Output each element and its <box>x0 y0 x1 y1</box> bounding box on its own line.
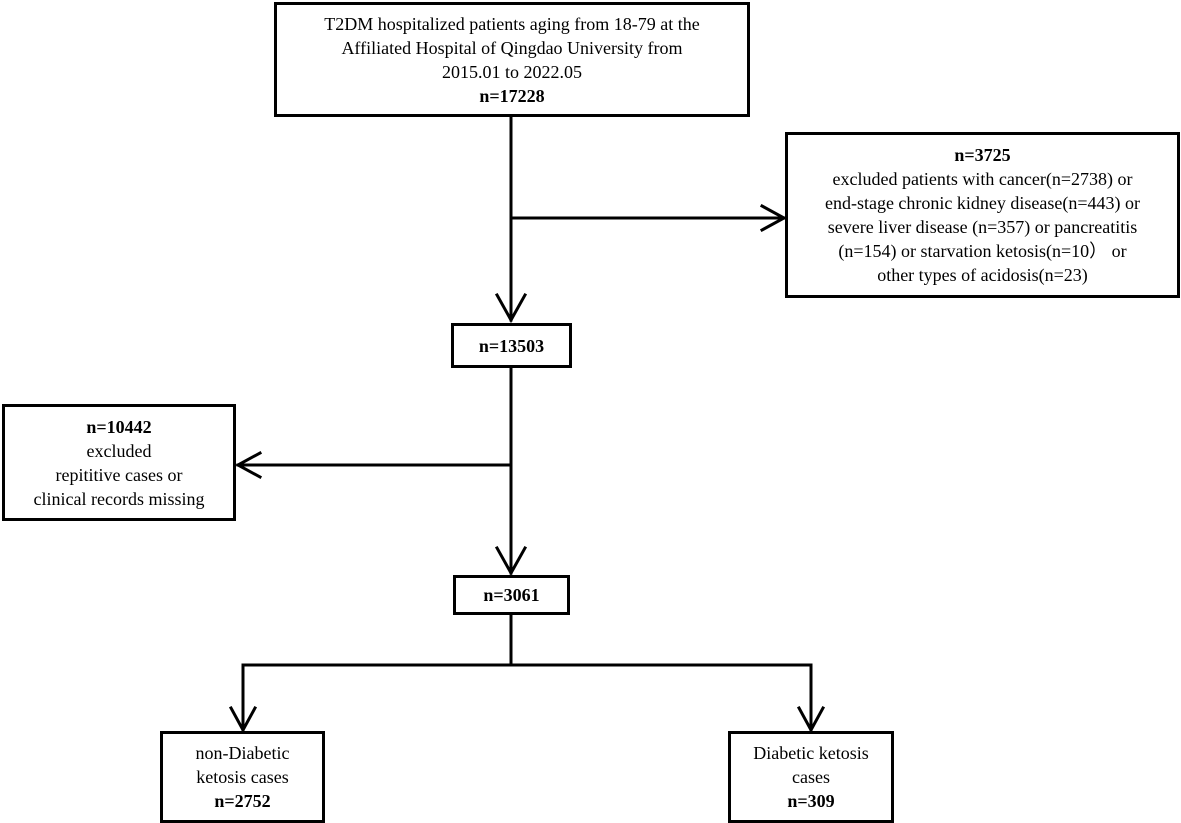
exclusion-1-count: n=3725 <box>954 145 1011 165</box>
arrow-head-right-leaf <box>796 705 826 734</box>
node-exclusion-1: n=3725 excluded patients with cancer(n=2… <box>785 132 1180 298</box>
node-diabetic-ketosis: Diabetic ketosis cases n=309 <box>728 731 894 823</box>
left-leaf-line-1: non-Diabetic <box>195 743 290 763</box>
exclusion-2-line-3: clinical records missing <box>33 488 205 509</box>
node-non-diabetic-ketosis: non-Diabetic ketosis cases n=2752 <box>160 731 325 823</box>
left-leaf-count: n=2752 <box>214 791 271 811</box>
right-leaf-line-1: Diabetic ketosis <box>753 743 869 763</box>
mid1-count: n=13503 <box>478 335 545 356</box>
exclusion-1-line-2: end-stage chronic kidney disease(n=443) … <box>824 193 1141 213</box>
arrow-head-exclude2 <box>234 450 263 480</box>
source-line-3: 2015.01 to 2022.05 <box>441 61 582 82</box>
exclusion-1-line-5: other types of acidosis(n=23) <box>877 265 1088 285</box>
arrow-head-exclude1 <box>759 203 788 233</box>
exclusion-2-count: n=10442 <box>86 416 152 437</box>
source-count: n=17228 <box>479 85 545 106</box>
arrow-head-mid2 <box>494 545 528 577</box>
arrow-head-left-leaf <box>228 705 258 734</box>
node-source-population: T2DM hospitalized patients aging from 18… <box>274 2 750 117</box>
exclusion-1-line-4: (n=154) or starvation ketosis(n=10） or <box>838 241 1127 261</box>
source-line-2: Affiliated Hospital of Qingdao Universit… <box>341 37 683 58</box>
exclusion-2-line-1: excluded <box>86 440 152 461</box>
exclusion-1-line-3: severe liver disease (n=357) or pancreat… <box>827 217 1138 237</box>
source-line-1: T2DM hospitalized patients aging from 18… <box>324 13 700 34</box>
right-leaf-line-2: cases <box>792 767 830 787</box>
left-leaf-line-2: ketosis cases <box>196 767 289 787</box>
mid2-count: n=3061 <box>483 585 540 605</box>
exclusion-1-line-1: excluded patients with cancer(n=2738) or <box>832 169 1133 189</box>
arrow-head-mid1 <box>494 292 528 324</box>
node-exclusion-2: n=10442 excluded repititive cases or cli… <box>2 404 236 521</box>
right-leaf-count: n=309 <box>787 791 835 811</box>
node-after-exclusion-2: n=3061 <box>453 575 570 615</box>
exclusion-2-line-2: repititive cases or <box>55 464 183 485</box>
node-after-exclusion-1: n=13503 <box>451 323 572 368</box>
